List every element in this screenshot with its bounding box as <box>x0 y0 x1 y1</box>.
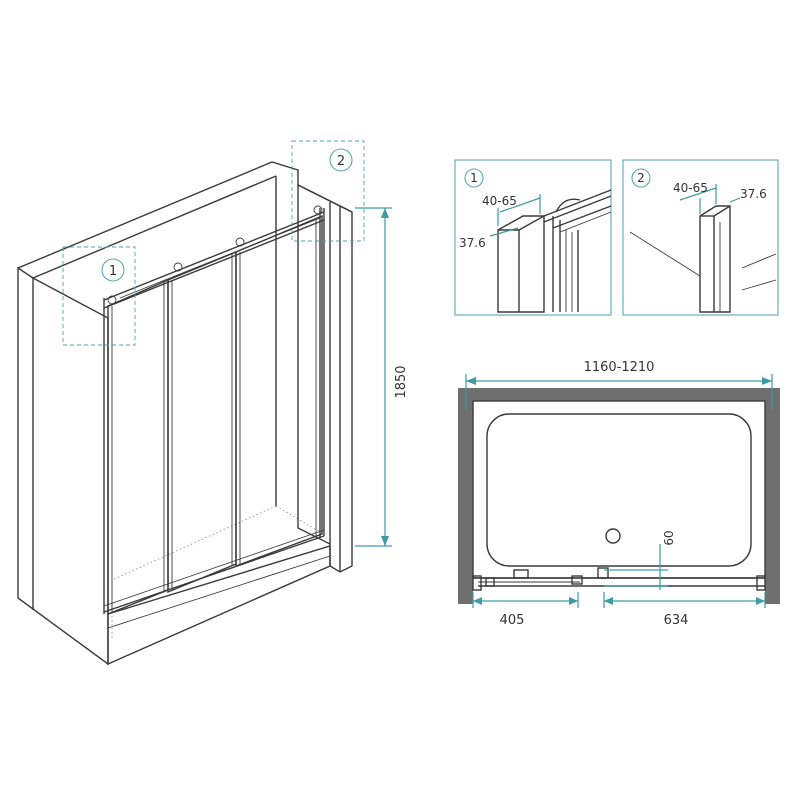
door-bottom-rail <box>103 529 325 613</box>
door-panel-right <box>235 214 323 568</box>
bathtub-panel <box>107 545 331 666</box>
height-label: 1850 <box>394 365 409 398</box>
detail2-profile-label: 37.6 <box>740 187 767 201</box>
plan-tub-outer <box>472 400 766 579</box>
right-wall <box>297 183 353 573</box>
plan-right-offset-dimension: 634 <box>603 592 766 628</box>
door-panel-left <box>107 278 169 616</box>
callout-label-2: 2 <box>337 154 345 169</box>
callout-box-1: 1 <box>62 246 136 346</box>
plan-left-offset-label: 405 <box>500 613 525 628</box>
detail1-profile-label: 37.6 <box>459 236 486 250</box>
plan-tub-inner <box>486 413 752 567</box>
detail-view-2: 2 40-65 37.6 <box>622 159 779 316</box>
detail1-callout-label: 1 <box>470 171 478 185</box>
detail-view-1: 1 40-65 37.6 <box>454 159 612 316</box>
detail1-gap-label: 40-65 <box>482 194 517 208</box>
height-dimension: 1850 <box>355 207 409 547</box>
perspective-view: 1 2 1850 <box>17 140 409 666</box>
plan-left-offset-dimension: 405 <box>472 592 579 628</box>
plan-view: 1160-1210 60 405 634 <box>458 360 780 628</box>
plan-width-label: 1160-1210 <box>584 360 655 375</box>
plan-door-track <box>472 567 766 591</box>
callout-label-1: 1 <box>109 264 117 279</box>
door-panel-middle <box>167 250 237 594</box>
plan-depth-label: 60 <box>662 530 676 545</box>
callout-box-2: 2 <box>291 140 365 242</box>
back-wall <box>17 161 353 640</box>
plan-right-offset-label: 634 <box>664 613 689 628</box>
plan-depth-dimension: 60 <box>604 530 676 590</box>
detail2-callout-label: 2 <box>637 171 645 185</box>
detail2-gap-label: 40-65 <box>673 181 708 195</box>
plan-wall-left <box>458 388 473 604</box>
plan-width-dimension: 1160-1210 <box>465 360 773 410</box>
plan-drain <box>605 528 621 544</box>
plan-wall-right <box>765 388 780 604</box>
wall-profile-right <box>319 208 325 538</box>
plan-wall-back <box>458 388 780 401</box>
